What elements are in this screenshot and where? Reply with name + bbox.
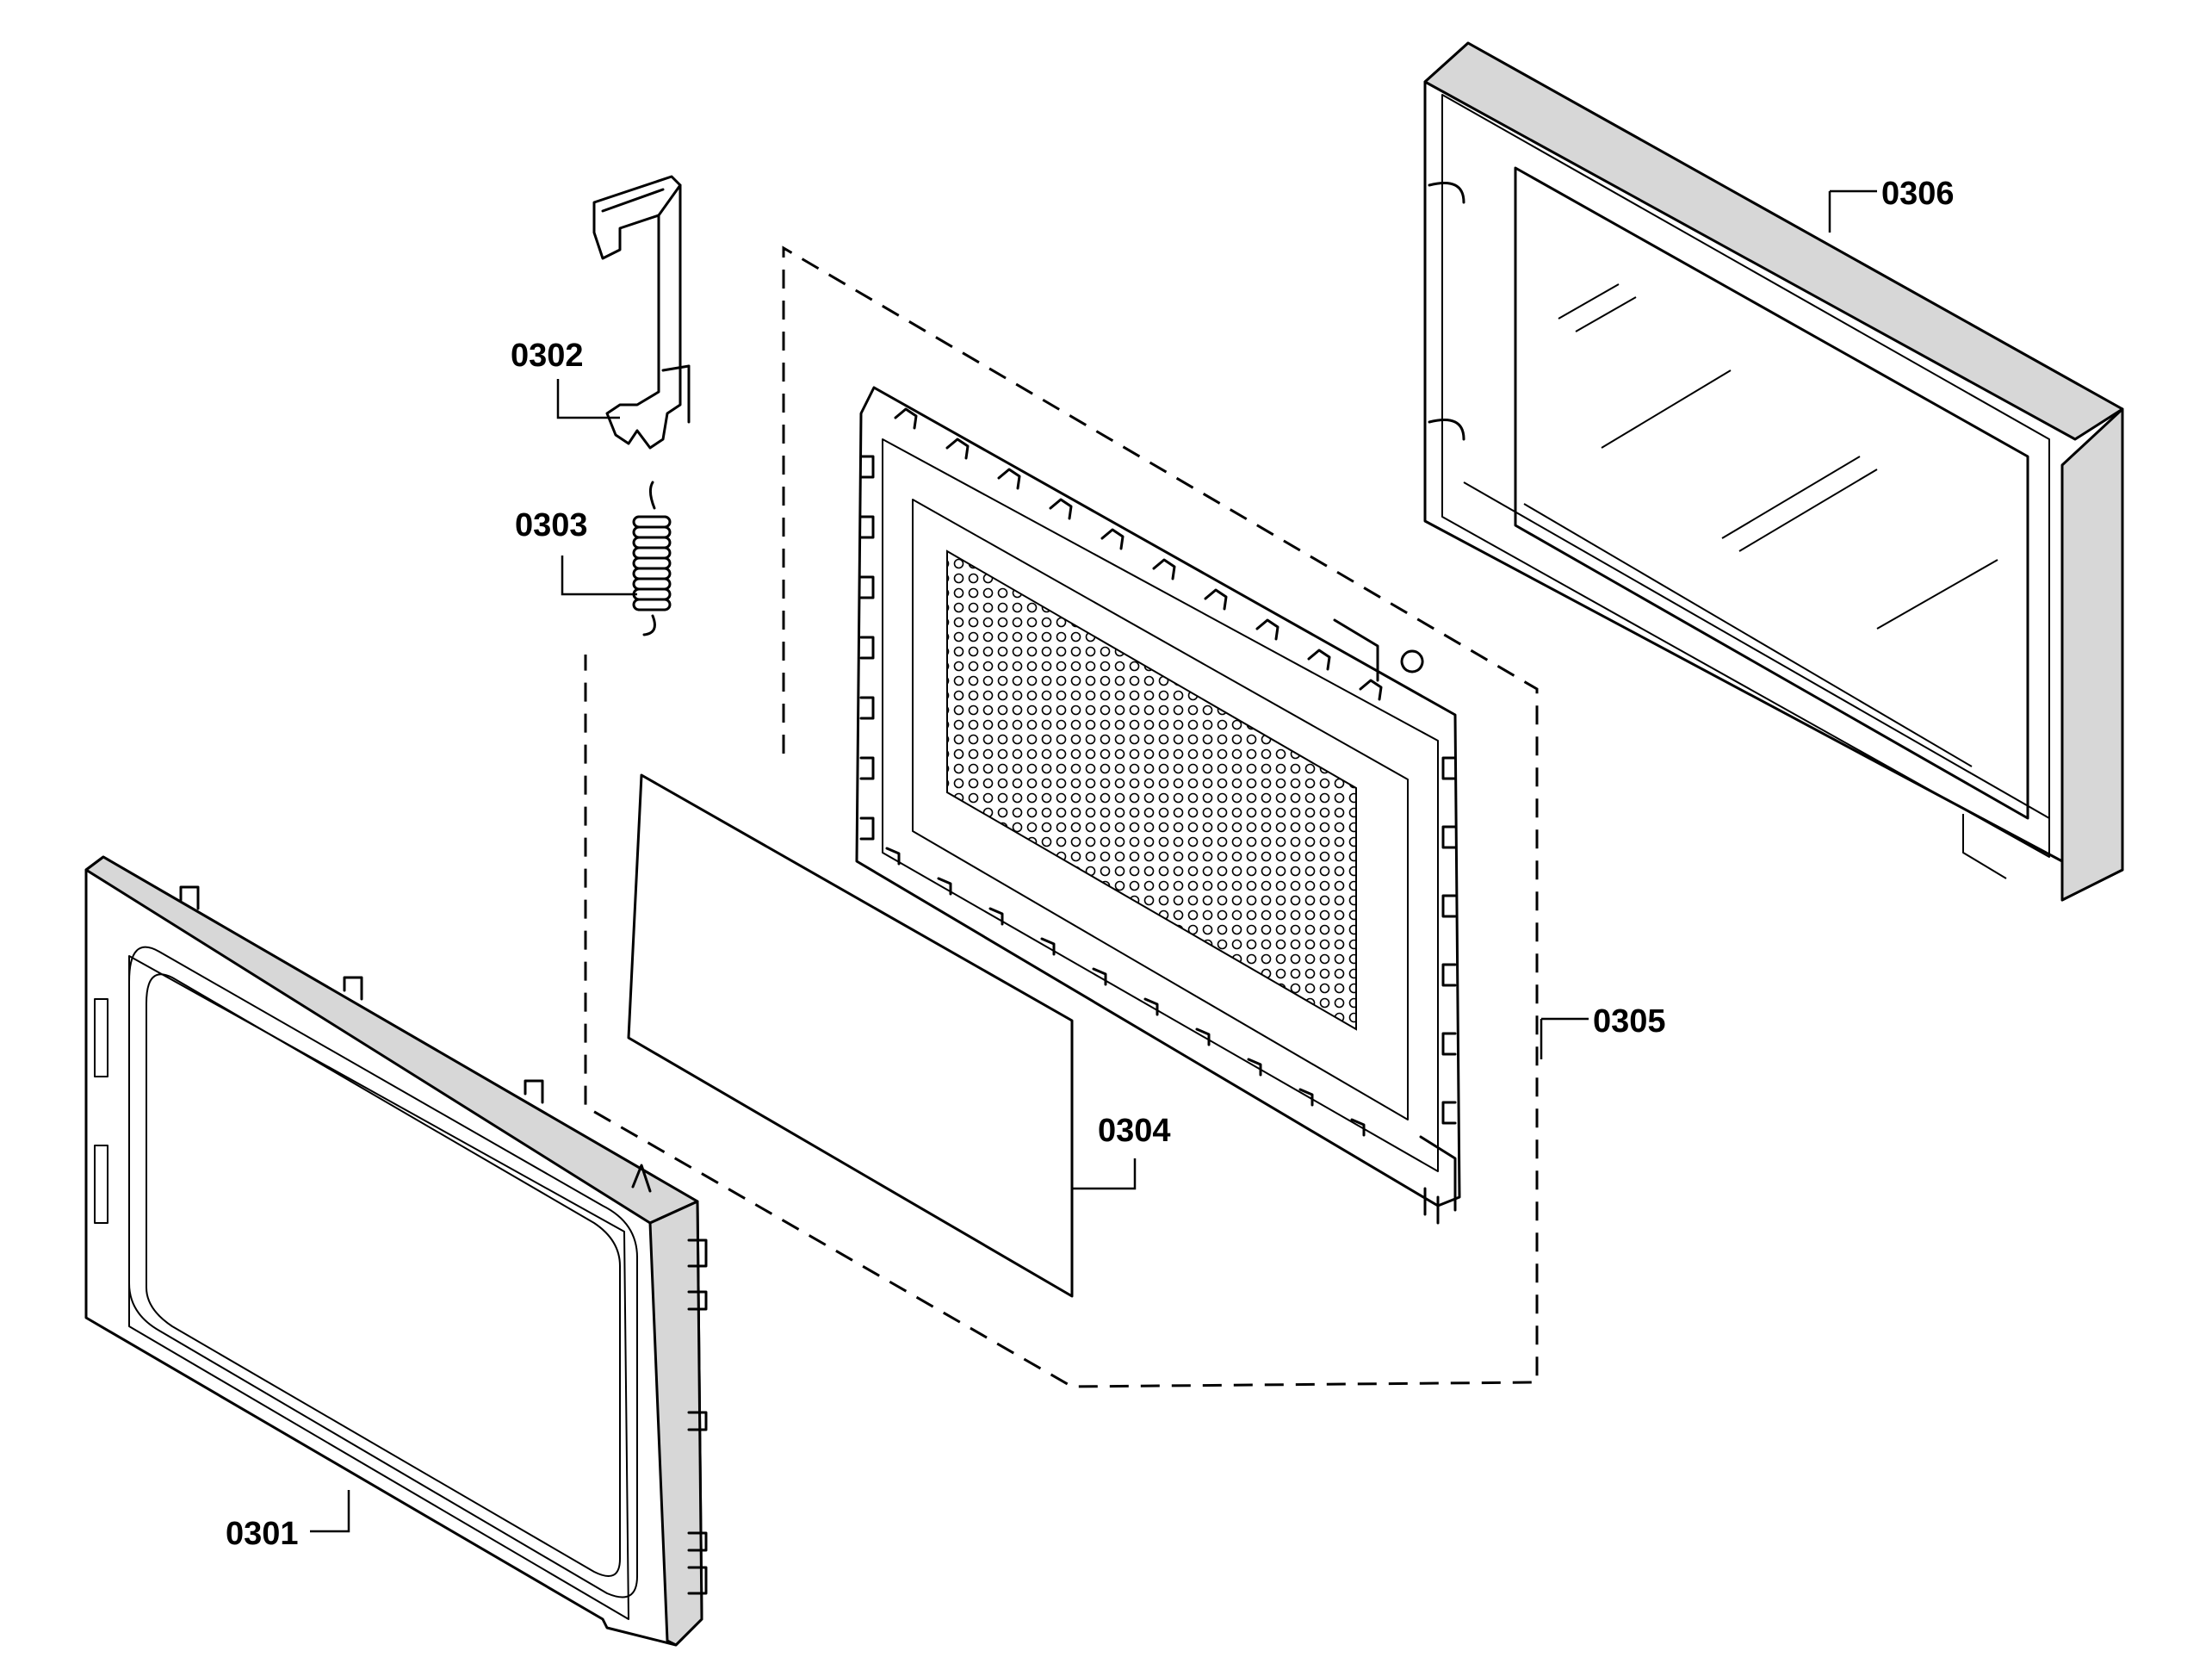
spring-drawing (561, 481, 672, 636)
door-panel-drawing (84, 855, 708, 1647)
glass-sheet-drawing (627, 773, 1137, 1298)
label-0305: 0305 (1593, 1003, 1666, 1040)
tab-row-bottom (885, 847, 1366, 1137)
latch-hook-drawing (556, 175, 691, 450)
label-0304: 0304 (1098, 1113, 1171, 1149)
tab-row-top (894, 407, 1383, 701)
label-0306: 0306 (1881, 176, 1955, 212)
assembly-dashed-outline (584, 245, 1539, 1388)
inner-door-assembly-drawing (855, 386, 1589, 1225)
tab-column-left (859, 455, 875, 841)
label-0303: 0303 (515, 507, 588, 543)
label-0302: 0302 (511, 338, 584, 374)
label-0301: 0301 (226, 1516, 299, 1552)
outer-door-frame-drawing (1423, 41, 2124, 902)
tab-column-right (1441, 756, 1457, 1125)
